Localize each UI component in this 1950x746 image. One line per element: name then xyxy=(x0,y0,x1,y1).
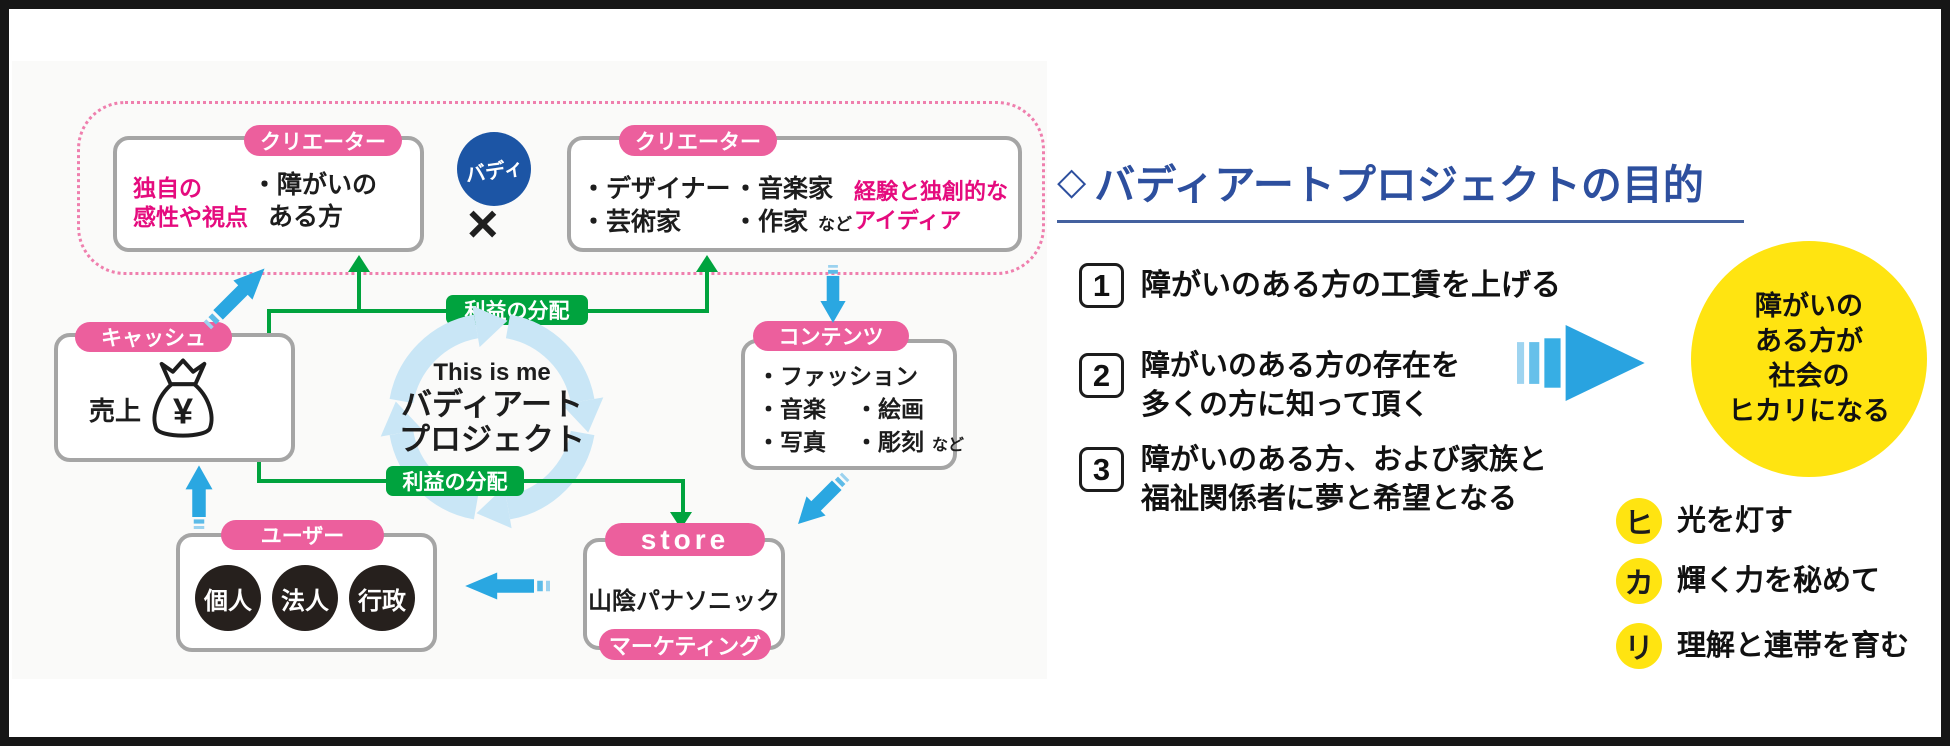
purpose-item-2-line2: 多くの方に知って頂く xyxy=(1141,389,1430,421)
hikari-text-ka: 輝く力を秘めて xyxy=(1677,565,1881,597)
goal-circle-line1: 障がいの xyxy=(1755,291,1863,321)
item3-number-box: 3 xyxy=(1079,447,1124,492)
multiply-symbol: × xyxy=(467,194,499,254)
hikari-circle-hi: ヒ xyxy=(1616,498,1662,544)
hikari-text-ri: 理解と連帯を育む xyxy=(1677,630,1910,662)
hikari-circle-ka: カ xyxy=(1616,558,1662,604)
user-circle-corporate: 法人 xyxy=(272,565,338,631)
purpose-title-diamond-icon: ◇ xyxy=(1057,160,1087,203)
money-bag-yen-symbol: ¥ xyxy=(173,391,193,432)
creator2-trait-line1: 経験と独創的な xyxy=(854,179,1009,204)
creator1-badge: クリエーター xyxy=(244,125,402,156)
arrow-contents-to-store-icon xyxy=(798,472,850,524)
contents-music: ・音楽 xyxy=(757,396,826,422)
creator2-badge: クリエーター xyxy=(619,125,777,156)
purpose-item-1: 障がいのある方の工賃を上げる xyxy=(1141,269,1561,302)
purpose-item-2: 障がいのある方の存在を 多くの方に知って頂く xyxy=(1141,347,1460,425)
creator2-members-row2: ・芸術家 ・作家など xyxy=(581,202,852,238)
goal-circle-line2: ある方が xyxy=(1755,326,1863,356)
profit-line-to-store xyxy=(681,479,685,513)
profit-badge-bottom: 利益の分配 xyxy=(386,466,524,496)
contents-row1: ・ファッション xyxy=(757,363,918,389)
contents-etc-label: など xyxy=(932,437,965,454)
sales-label: 売上 xyxy=(89,396,142,426)
creator1-member-line2: ある方 xyxy=(268,203,344,231)
buddy-circle: バディ xyxy=(457,132,531,206)
purpose-item-3-line2: 福祉関係者に夢と希望となる xyxy=(1141,483,1518,515)
arrow-creator-to-contents-icon xyxy=(820,265,846,323)
purpose-item-2-line1: 障がいのある方の存在を xyxy=(1141,350,1461,382)
creator1-trait-line1: 独自の xyxy=(133,175,202,201)
purpose-item-3-line1: 障がいのある方、および家族と xyxy=(1141,444,1548,476)
project-center-line1: This is me xyxy=(433,359,551,386)
project-center-line2: バディアート xyxy=(401,387,583,422)
contents-painting: ・絵画 xyxy=(855,396,924,422)
creator1-trait-line2: 感性や視点 xyxy=(133,204,248,230)
arrow-user-to-cash-icon xyxy=(185,465,213,529)
contents-row3: ・写真 ・彫刻など xyxy=(757,423,964,457)
store-name: 山陰パナソニック xyxy=(588,588,780,615)
profit-line-to-creator2 xyxy=(705,271,709,313)
creator2-member-writer: ・作家 xyxy=(733,208,809,236)
profit-line-cash-down xyxy=(257,462,261,483)
goal-circle-line3: 社会の xyxy=(1768,361,1850,391)
creator2-member-designer: ・デザイナー xyxy=(581,175,731,203)
purpose-title: バディアートプロジェクトの目的 xyxy=(1094,162,1704,208)
creator2-trait-line2: アイディア xyxy=(854,208,962,233)
creator2-member-artist: ・芸術家 xyxy=(581,208,682,236)
hikari-circle-ri: リ xyxy=(1616,623,1662,669)
user-circle-government: 行政 xyxy=(349,565,415,631)
purpose-item-3: 障がいのある方、および家族と 福祉関係者に夢と希望となる xyxy=(1141,441,1547,519)
goal-circle: 障がいの ある方が 社会の ヒカリになる xyxy=(1691,241,1927,477)
goal-arrow-icon xyxy=(1517,325,1645,401)
project-center-line3: プロジェクト xyxy=(399,422,585,457)
marketing-badge: マーケティング xyxy=(599,629,771,660)
item1-number-box: 1 xyxy=(1079,263,1124,308)
creator2-etc-label: など xyxy=(818,215,853,234)
arrow-store-to-user-icon xyxy=(465,572,550,600)
store-badge: store xyxy=(605,523,765,556)
creator2-members-row1: ・デザイナー・音楽家 xyxy=(581,169,833,205)
contents-photo: ・写真 xyxy=(757,429,826,455)
money-bag-icon: ¥ xyxy=(152,358,214,438)
buddy-circle-label: バディ xyxy=(463,156,525,187)
contents-row2: ・音楽 ・絵画 xyxy=(757,390,924,424)
purpose-title-row: ◇ バディアートプロジェクトの目的 xyxy=(1057,151,1704,211)
hikari-text-hi: 光を灯す xyxy=(1677,505,1794,537)
creator1-trait-text: 独自の 感性や視点 xyxy=(133,174,248,232)
creator2-member-musician: ・音楽家 xyxy=(733,175,834,203)
contents-badge: コンテンツ xyxy=(753,321,909,351)
creator1-member-line1: ・障がいの xyxy=(252,171,378,199)
project-center-text: This is me バディアート プロジェクト xyxy=(382,359,602,457)
purpose-title-underline xyxy=(1057,220,1744,223)
item2-number-box: 2 xyxy=(1079,353,1124,398)
profit-arrowhead-creator2 xyxy=(696,255,718,272)
contents-sculpture: ・彫刻 xyxy=(855,429,924,455)
user-circle-individual: 個人 xyxy=(195,565,261,631)
creator2-trait-text: 経験と独創的な アイディア xyxy=(854,177,1008,235)
cash-box xyxy=(54,333,295,462)
buddy-team-dashed-border xyxy=(77,101,1045,275)
user-badge: ユーザー xyxy=(221,520,384,550)
profit-line-to-creator1 xyxy=(357,271,361,313)
arrow-cash-to-creators-icon xyxy=(203,268,265,330)
profit-line-cash-up xyxy=(267,309,271,335)
cash-badge: キャッシュ xyxy=(75,322,232,352)
profit-arrowhead-creator1 xyxy=(348,255,370,272)
creator1-member-text: ・障がいの ある方 xyxy=(252,169,377,233)
goal-circle-line4: ヒカリになる xyxy=(1728,396,1890,426)
